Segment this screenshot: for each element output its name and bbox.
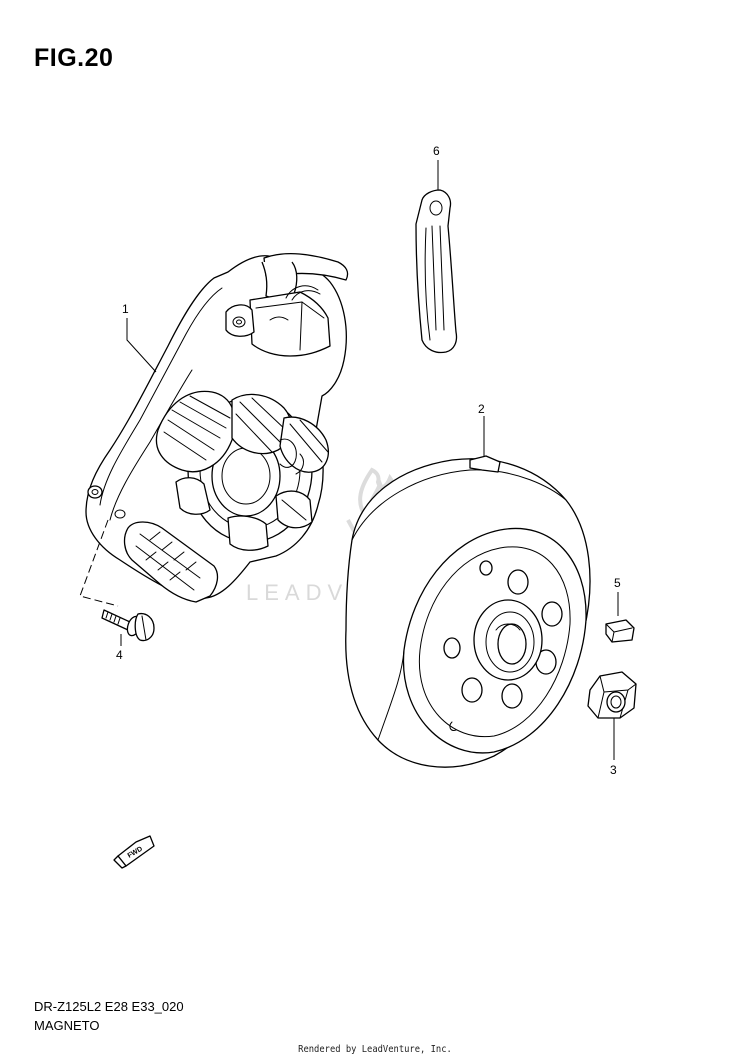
woodruff-key-part	[605, 592, 635, 643]
wire-clamp-part	[415, 160, 458, 354]
model-code: DR-Z125L2 E28 E33_020	[34, 999, 184, 1014]
rendered-by-credit: Rendered by LeadVenture, Inc.	[298, 1044, 452, 1055]
leader-line-1	[126, 318, 157, 373]
callout-6: 6	[433, 144, 440, 158]
fwd-arrow-icon	[113, 835, 155, 869]
figure-title: FIG.20	[34, 44, 114, 72]
flywheel-rotor-part	[345, 416, 591, 768]
bolt-part	[101, 609, 155, 642]
callout-3: 3	[610, 763, 617, 777]
callout-2: 2	[478, 402, 485, 416]
stator-assembly	[85, 253, 349, 603]
callout-4: 4	[116, 648, 123, 662]
leader-line-4	[79, 519, 119, 607]
stator-coil-windings	[155, 390, 329, 473]
nut-part	[587, 671, 637, 760]
callout-5: 5	[614, 576, 621, 590]
section-name: MAGNETO	[34, 1018, 100, 1033]
callout-1: 1	[122, 302, 129, 316]
